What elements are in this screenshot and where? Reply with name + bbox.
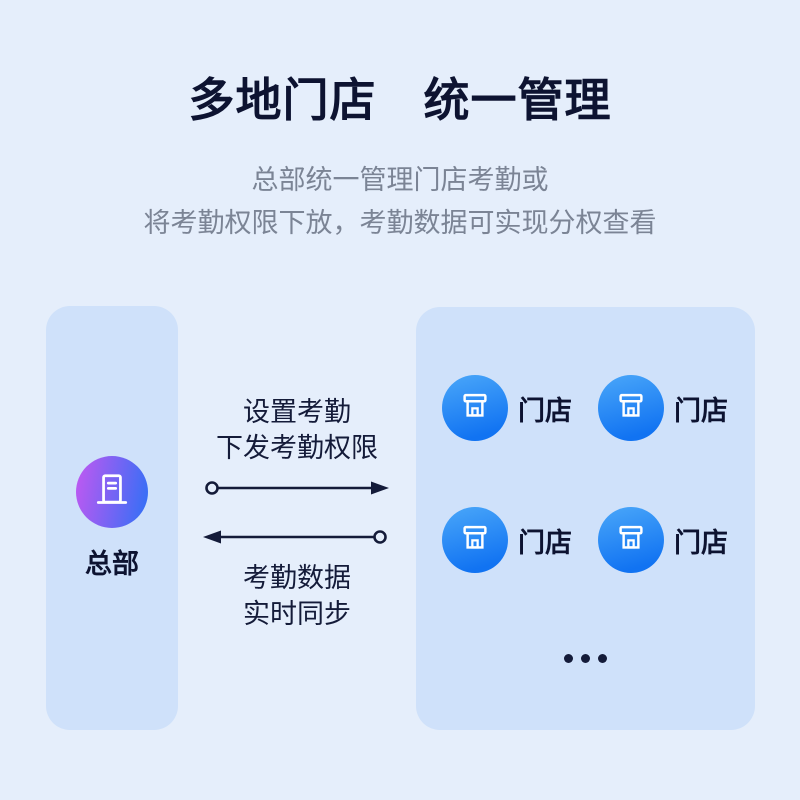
flow-to-hq-line-1: 考勤数据 xyxy=(243,563,351,593)
flow-to-stores-line-1: 设置考勤 xyxy=(243,397,351,427)
store-avatar xyxy=(442,507,508,573)
store-avatar xyxy=(598,375,664,441)
headquarters-panel: 总部 xyxy=(46,306,178,730)
store-avatar xyxy=(598,507,664,573)
store-avatar xyxy=(442,375,508,441)
storefront-icon xyxy=(458,389,492,428)
storefront-icon xyxy=(614,521,648,560)
page-title: 多地门店 统一管理 xyxy=(188,74,612,126)
subtitle-line-1: 总部统一管理门店考勤或 xyxy=(251,165,549,195)
headquarters-label: 总部 xyxy=(85,549,139,579)
storefront-icon xyxy=(614,389,648,428)
flow-to-stores-text: 设置考勤 下发考勤权限 xyxy=(178,394,416,466)
headquarters-node: 总部 xyxy=(46,456,178,581)
store-label: 门店 xyxy=(518,395,572,426)
store-item: 门店 xyxy=(598,375,728,441)
store-item: 门店 xyxy=(598,507,728,573)
flow-to-hq-text: 考勤数据 实时同步 xyxy=(178,560,416,632)
store-label: 门店 xyxy=(674,395,728,426)
store-label: 门店 xyxy=(674,527,728,558)
store-item: 门店 xyxy=(442,375,572,441)
storefront-icon xyxy=(458,521,492,560)
ellipsis-dots-icon xyxy=(416,654,755,663)
flow-to-hq-line-2: 实时同步 xyxy=(243,599,351,629)
flow-arrows xyxy=(203,481,389,544)
store-label: 门店 xyxy=(518,527,572,558)
headquarters-avatar xyxy=(76,456,148,528)
stores-panel: 门店 门店 xyxy=(416,307,755,730)
page-subtitle: 总部统一管理门店考勤或 将考勤权限下放，考勤数据可实现分权查看 xyxy=(0,159,800,245)
store-item: 门店 xyxy=(442,507,572,573)
arrow-right-icon xyxy=(205,481,389,495)
subtitle-line-2: 将考勤权限下放，考勤数据可实现分权查看 xyxy=(143,208,657,238)
arrow-left-icon xyxy=(203,530,387,544)
flow-to-stores-line-2: 下发考勤权限 xyxy=(216,433,378,463)
building-icon xyxy=(93,471,131,514)
